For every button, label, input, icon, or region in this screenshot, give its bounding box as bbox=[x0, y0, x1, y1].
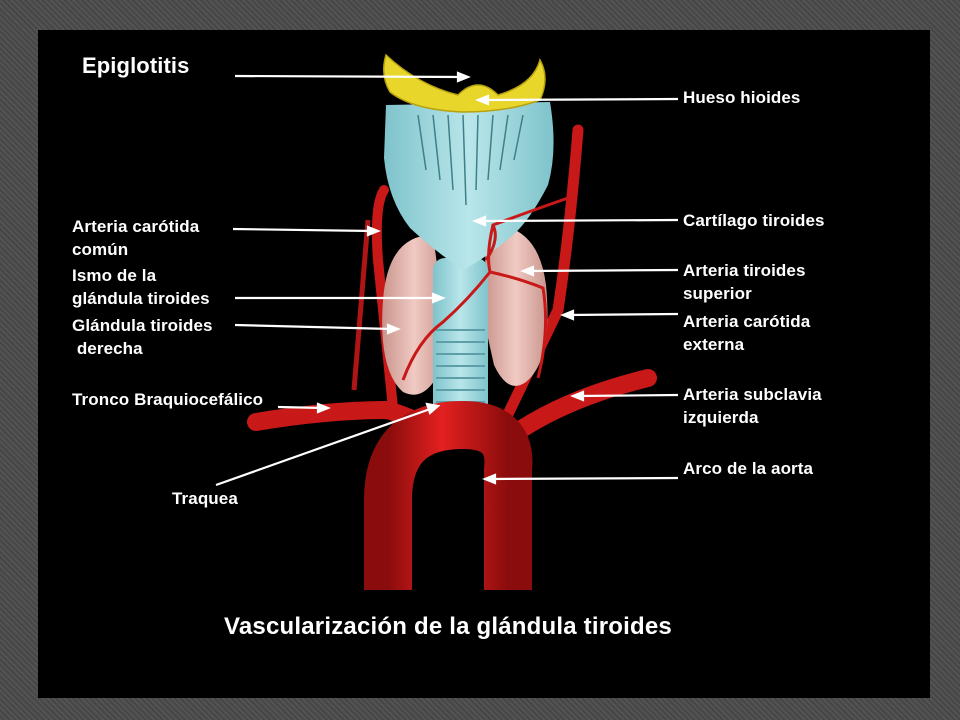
leader-arteria-subclavia-izquierda bbox=[577, 393, 679, 398]
thyroid-cartilage-ridges bbox=[417, 114, 524, 206]
thyroid-right-lobe-shape bbox=[382, 235, 446, 395]
right-common-carotid-shape bbox=[371, 185, 398, 413]
leader-arteria-carotida-externa bbox=[567, 312, 679, 317]
thyroid-cartilage-shape bbox=[384, 102, 554, 270]
aortic-arch-shape bbox=[364, 400, 533, 590]
label-cartilago-tiroides: Cartílago tiroides bbox=[683, 211, 825, 230]
leader-arteria-tiroides-superior bbox=[527, 268, 679, 273]
label-glandula-derecha: Glándula tiroides derecha bbox=[72, 316, 213, 358]
leader-hueso-hioides bbox=[482, 97, 679, 102]
thyroid-left-lobe-shape bbox=[484, 224, 548, 386]
label-epiglotitis: Epiglotitis bbox=[82, 53, 190, 78]
right-external-carotid-shape bbox=[351, 219, 371, 391]
slide: Epiglotitis Hueso hioides Cartílago tiro… bbox=[38, 30, 930, 698]
label-arco-aorta: Arco de la aorta bbox=[683, 459, 814, 478]
leader-arco-aorta bbox=[489, 476, 679, 481]
leader-cartilago-tiroides bbox=[479, 218, 679, 223]
leader-lines bbox=[215, 71, 679, 487]
label-arteria-tiroides-superior: Arteria tiroides superior bbox=[683, 261, 806, 303]
leader-traquea bbox=[215, 406, 434, 487]
figure-caption: Vascularización de la glándula tiroides bbox=[224, 613, 672, 640]
label-hueso-hioides: Hueso hioides bbox=[683, 88, 801, 107]
label-traquea: Traquea bbox=[172, 489, 238, 508]
leader-tronco-braquiocefalico bbox=[277, 405, 324, 410]
leader-arteria-carotida-comun bbox=[232, 227, 374, 233]
hyoid-bone-shape bbox=[383, 53, 546, 113]
thyroid-anatomy-figure bbox=[215, 53, 679, 590]
label-arteria-carotida-externa: Arteria carótida externa bbox=[683, 312, 811, 354]
label-tronco-braquiocefalico: Tronco Braquiocefálico bbox=[72, 390, 264, 409]
superior-thyroid-artery-shape bbox=[401, 196, 569, 381]
label-arteria-carotida-comun: Arteria carótida común bbox=[72, 217, 200, 259]
label-istmo: Ismo de la glándula tiroides bbox=[72, 266, 210, 308]
leader-epiglotitis bbox=[234, 74, 464, 79]
label-arteria-subclavia-izquierda: Arteria subclavia izquierda bbox=[683, 385, 822, 427]
leader-glandula-derecha bbox=[234, 323, 394, 331]
left-common-carotid-shape bbox=[492, 124, 584, 441]
